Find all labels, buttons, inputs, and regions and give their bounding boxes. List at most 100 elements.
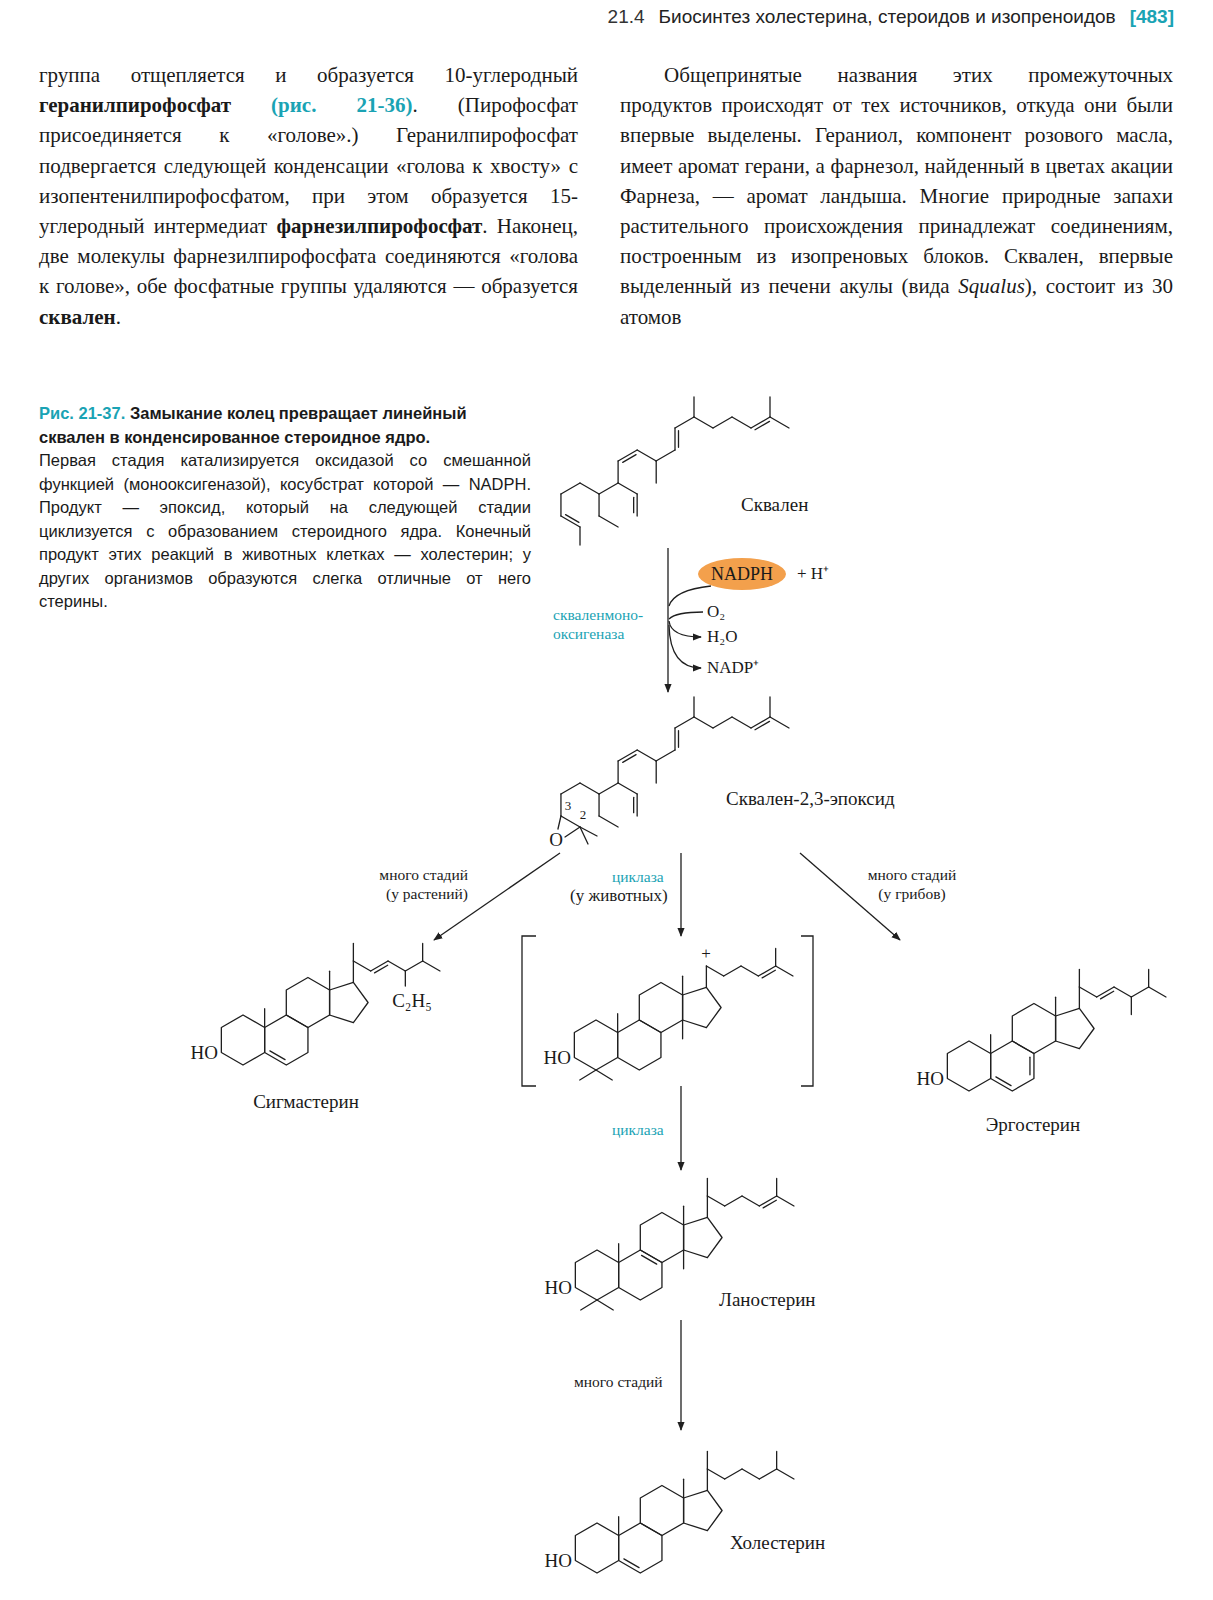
compound-name: Эргостерин bbox=[986, 1114, 1080, 1136]
figure-caption-body: Первая стадия катализируется оксидазой с… bbox=[39, 449, 531, 614]
bond-line bbox=[707, 1196, 724, 1206]
bond-line bbox=[1149, 987, 1166, 997]
bond-line bbox=[637, 494, 638, 516]
enzyme-label: скваленмоно-оксигеназа bbox=[553, 606, 653, 643]
bond-line bbox=[565, 827, 580, 837]
bond-line bbox=[623, 755, 636, 763]
ring-bonds bbox=[639, 983, 682, 1033]
bond-line bbox=[405, 971, 406, 986]
reactant-label: NADP⁺ bbox=[707, 658, 759, 678]
bond-line bbox=[776, 966, 793, 976]
bond-line bbox=[560, 494, 561, 516]
bond-line bbox=[675, 417, 694, 428]
bond-line bbox=[560, 794, 561, 816]
atom-label: C₂H₅ bbox=[392, 990, 432, 1012]
body-text: сквален bbox=[39, 305, 116, 329]
atom-label: HO bbox=[191, 1042, 218, 1064]
bond-line bbox=[599, 516, 618, 527]
compound-structure: СигмастеринHOC₂H₅ bbox=[185, 940, 450, 1120]
reaction-arrow bbox=[667, 548, 668, 692]
water-curve bbox=[669, 621, 701, 637]
cosubstrate-curve bbox=[669, 586, 711, 606]
bond-line bbox=[707, 1452, 708, 1470]
atom-number: 3 bbox=[565, 799, 572, 814]
product-curve bbox=[669, 625, 701, 668]
bond-line bbox=[580, 483, 599, 494]
bond-line bbox=[769, 397, 770, 417]
bracket-left bbox=[522, 936, 536, 1086]
bond-line bbox=[561, 816, 580, 827]
bond-line bbox=[678, 431, 679, 448]
body-text: . bbox=[116, 305, 121, 329]
atom-label: HO bbox=[545, 1550, 572, 1572]
bond-line bbox=[1055, 997, 1056, 1016]
body-text: Squalus bbox=[958, 274, 1025, 298]
bond-line bbox=[770, 717, 789, 728]
ring-bonds bbox=[684, 1217, 722, 1257]
bond-line bbox=[755, 421, 769, 429]
ring-bonds bbox=[330, 982, 368, 1022]
bond-line bbox=[617, 761, 618, 783]
bond-line bbox=[706, 966, 707, 987]
compound-structure: ХолестеринHO bbox=[525, 1430, 895, 1580]
bond-line bbox=[618, 1244, 619, 1263]
bond-line bbox=[693, 397, 694, 417]
ring-bonds bbox=[640, 1486, 683, 1536]
bond-line bbox=[777, 1469, 794, 1479]
ring-bonds bbox=[575, 1523, 618, 1573]
bond-line bbox=[724, 966, 741, 976]
bond-line bbox=[732, 417, 751, 428]
ring-bonds bbox=[574, 1020, 617, 1070]
compound-structure: Сквален-2,3-эпоксид32O bbox=[540, 692, 1020, 853]
atom-label: HO bbox=[544, 1047, 571, 1069]
bond-line bbox=[741, 966, 758, 976]
bond-line bbox=[777, 1196, 794, 1206]
bond-line bbox=[637, 750, 656, 761]
bond-line bbox=[990, 1035, 991, 1054]
ring-bonds bbox=[619, 1523, 662, 1573]
bond-line bbox=[597, 1300, 613, 1310]
ring-bonds bbox=[1056, 1008, 1094, 1048]
bond-line bbox=[599, 483, 618, 494]
bond-line bbox=[580, 783, 599, 794]
compound-name: Ланостерин bbox=[719, 1289, 815, 1311]
bond-line bbox=[707, 1469, 708, 1490]
bond-line bbox=[678, 731, 679, 748]
bracket-right bbox=[801, 936, 813, 1086]
bond-line bbox=[656, 761, 657, 783]
bond-line bbox=[1131, 997, 1132, 1015]
bond-line bbox=[270, 1051, 285, 1060]
body-text: группа отщепляется и образуется 10-углер… bbox=[39, 63, 578, 87]
atom-label: HO bbox=[545, 1277, 572, 1299]
bond-line bbox=[353, 961, 370, 971]
ring-bonds bbox=[618, 1020, 661, 1070]
bond-line bbox=[694, 717, 713, 728]
bond-line bbox=[581, 1300, 597, 1310]
bond-line bbox=[755, 721, 769, 729]
bond-line bbox=[375, 965, 388, 973]
ring-bonds bbox=[683, 987, 721, 1027]
bond-line bbox=[618, 1517, 619, 1536]
bond-line bbox=[566, 515, 579, 523]
bond-line bbox=[599, 816, 618, 827]
ring-bonds bbox=[221, 1015, 264, 1065]
reaction-arrow bbox=[680, 1320, 681, 1430]
bond-line bbox=[759, 1469, 776, 1479]
body-text: геранилпирофосфат bbox=[39, 93, 231, 117]
ring-bonds bbox=[286, 978, 329, 1028]
bond-line bbox=[633, 497, 634, 512]
bond-line bbox=[637, 794, 638, 816]
bond-line bbox=[637, 450, 656, 461]
bond-line bbox=[642, 1255, 657, 1264]
cofactor-oval: NADPH bbox=[698, 558, 786, 590]
bond-line bbox=[769, 697, 770, 717]
bond-line bbox=[675, 717, 694, 728]
bond-line bbox=[725, 1196, 742, 1206]
header-text: [483] bbox=[1130, 6, 1174, 28]
bond-line bbox=[388, 961, 405, 971]
bond-line bbox=[405, 961, 422, 971]
bond-line bbox=[1079, 987, 1080, 1008]
bond-line bbox=[1148, 970, 1149, 988]
